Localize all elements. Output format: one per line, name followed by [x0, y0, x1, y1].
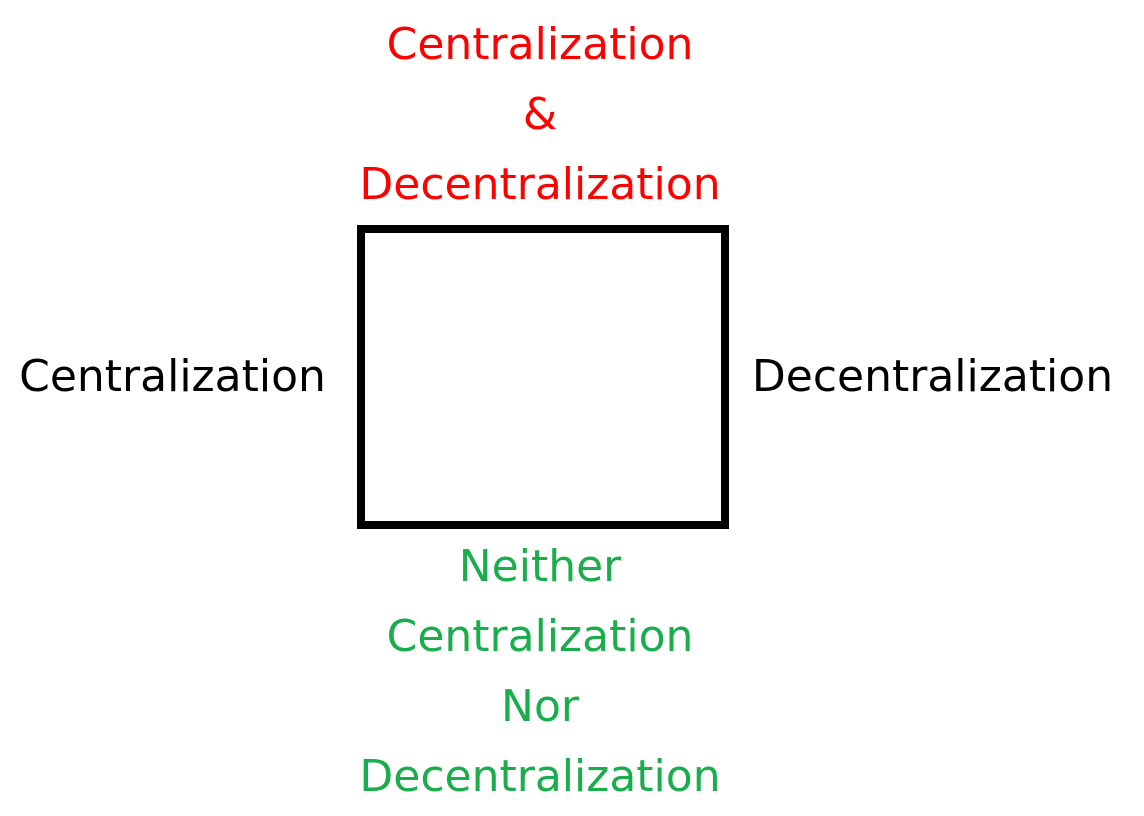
left-label-text: Centralization: [19, 351, 326, 402]
bottom-label-line: Centralization: [386, 611, 694, 662]
center-square: [357, 225, 729, 529]
bottom-label-neither: Neither Centralization Nor Decentralizat…: [340, 532, 740, 812]
top-label-line: Decentralization: [359, 159, 721, 210]
bottom-label-line: Decentralization: [359, 751, 721, 802]
bottom-label-line: Nor: [501, 681, 579, 732]
right-label-decentralization: Decentralization: [735, 342, 1130, 412]
top-label-line: Centralization: [386, 19, 694, 70]
top-label-both: Centralization & Decentralization: [340, 10, 740, 220]
left-label-centralization: Centralization: [0, 342, 345, 412]
right-label-text: Decentralization: [751, 351, 1114, 402]
bottom-label-line: Neither: [458, 541, 622, 592]
top-label-line: &: [522, 89, 558, 140]
